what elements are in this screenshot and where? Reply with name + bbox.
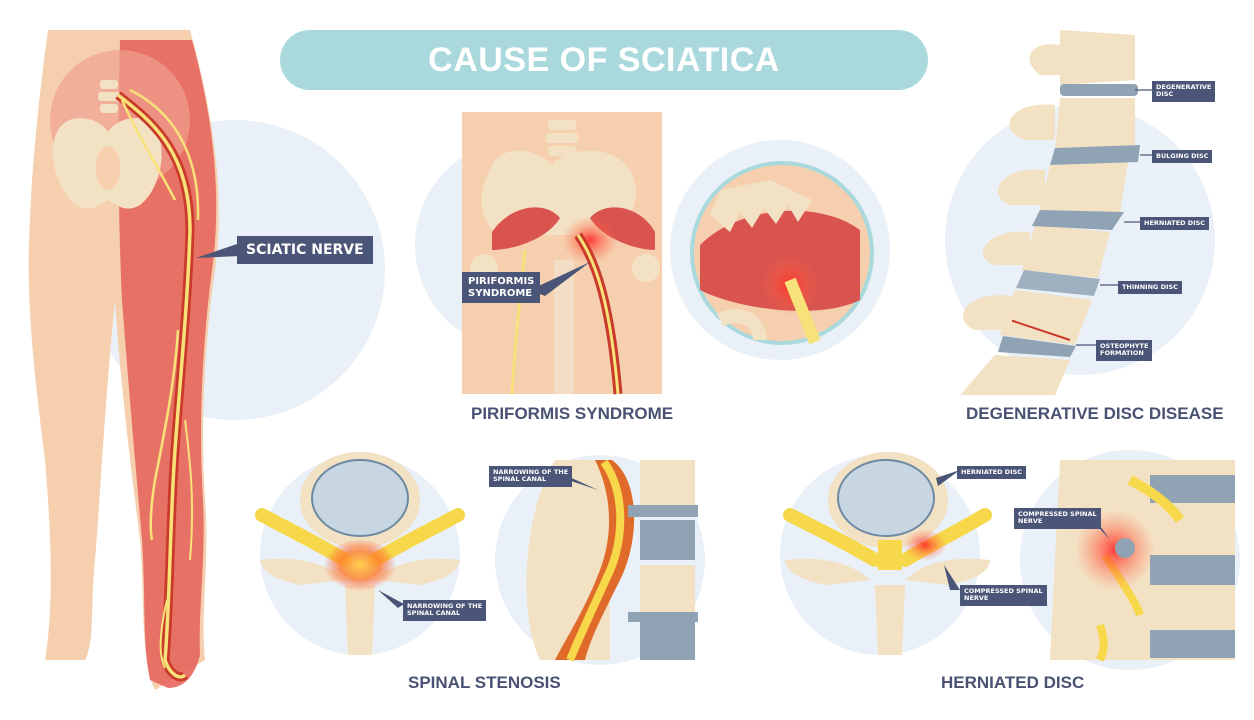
label-bulging-disc: BULGING DISC: [1152, 150, 1213, 164]
caption-herniated: HERNIATED DISC: [941, 673, 1085, 692]
caption-degenerative: DEGENERATIVE DISC DISEASE: [966, 404, 1224, 423]
piriformis-zoom: [690, 161, 874, 345]
label-stenosis-canal-left: NARROWING OF THE SPINAL CANAL: [403, 600, 487, 621]
label-compressed-left: COMPRESSED SPINAL NERVE: [960, 585, 1047, 606]
label-herniated-disc-spine: HERNIATED DISC: [1140, 217, 1210, 231]
label-osteophyte: OSTEOPHYTE FORMATION: [1096, 340, 1153, 361]
caption-stenosis: SPINAL STENOSIS: [408, 673, 561, 692]
caption-piriformis: PIRIFORMIS SYNDROME: [471, 404, 674, 423]
piriformis-pointer: [530, 262, 590, 296]
label-sciatic-nerve: SCIATIC NERVE: [237, 236, 373, 265]
title-banner: CAUSE OF SCIATICA: [280, 30, 928, 90]
herniated-top-pointer: [936, 470, 960, 486]
label-thinning-disc: THINNING DISC: [1118, 281, 1182, 295]
label-piriformis-syndrome: PIRIFORMIS SYNDROME: [462, 272, 541, 303]
label-herniated-disc-top: HERNIATED DISC: [957, 466, 1027, 480]
stenosis-illustration: [255, 452, 705, 665]
herniated-illustration: [780, 450, 1240, 670]
stenosis-right-pointer: [565, 475, 598, 490]
sciatic-nerve-pointer: [196, 243, 240, 258]
compressed-left-pointer: [944, 565, 960, 590]
label-compressed-right: COMPRESSED SPINAL NERVE: [1014, 508, 1101, 529]
label-degenerative-disc: DEGENERATIVE DISC: [1152, 81, 1216, 102]
stenosis-left-pointer: [378, 590, 404, 608]
spine-illustration: [945, 30, 1215, 395]
label-stenosis-canal-right: NARROWING OF THE SPINAL CANAL: [489, 466, 573, 487]
leg-illustration: [28, 30, 385, 690]
page-title: CAUSE OF SCIATICA: [428, 40, 780, 79]
